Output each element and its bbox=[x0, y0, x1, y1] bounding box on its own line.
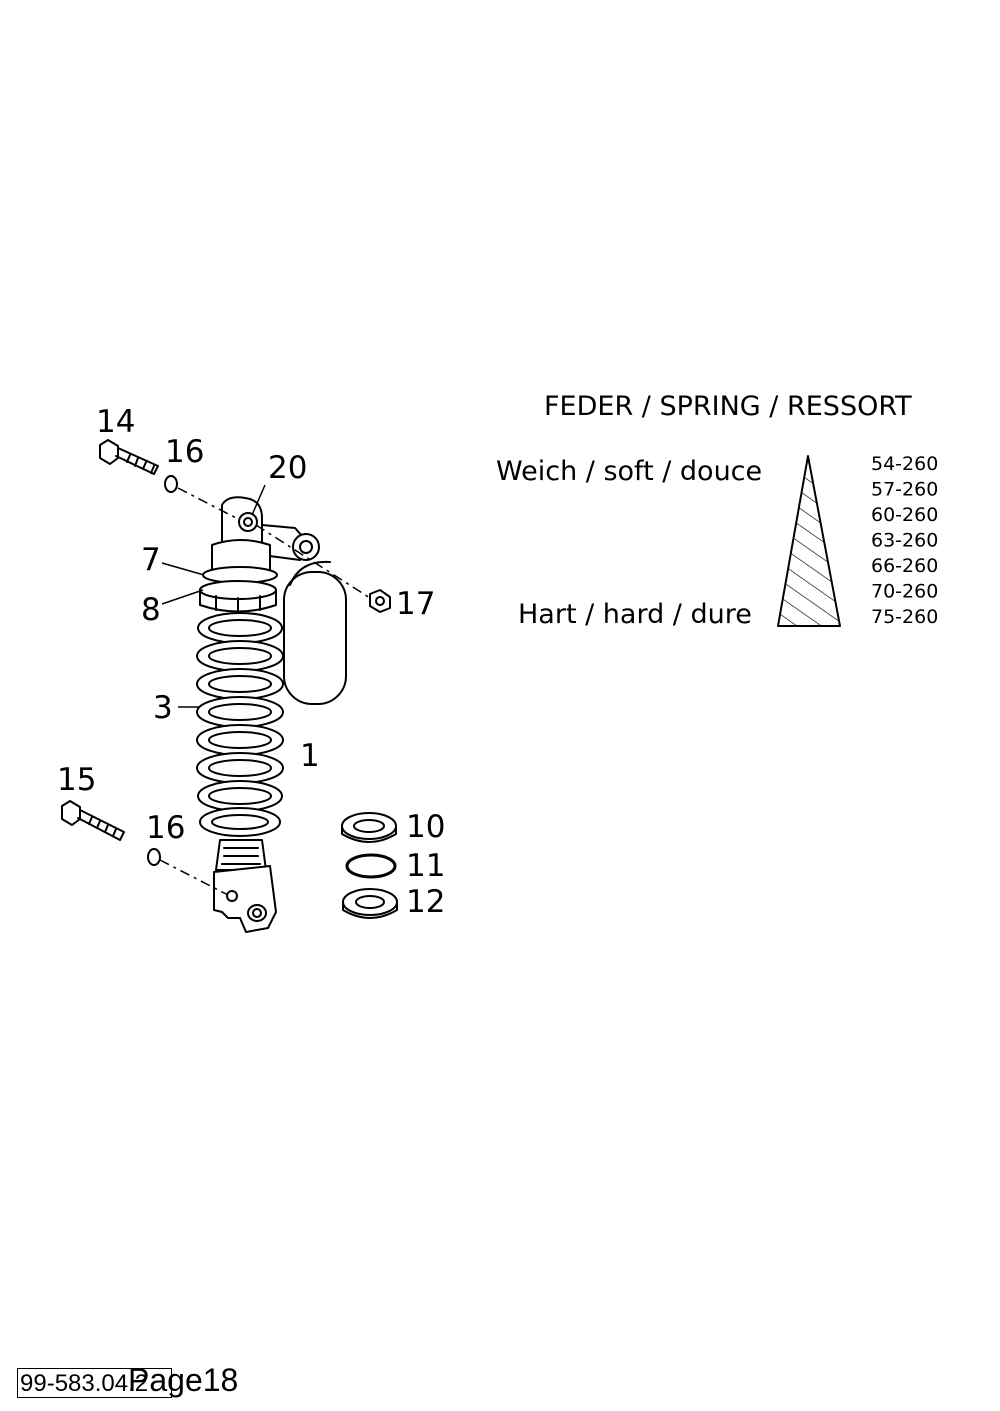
bottom-clevis bbox=[213, 839, 277, 933]
callout-11: 11 bbox=[406, 848, 445, 884]
callout-20: 20 bbox=[268, 450, 307, 486]
damper-body bbox=[202, 539, 278, 584]
soft-label: Weich / soft / douce bbox=[496, 456, 762, 487]
callout-15: 15 bbox=[57, 762, 96, 798]
top-mount-eye bbox=[221, 496, 320, 561]
spring-rate-item: 66-260 bbox=[871, 555, 938, 577]
o-ring-11 bbox=[345, 853, 397, 879]
callout-14: 14 bbox=[96, 404, 135, 440]
leader-lines bbox=[161, 484, 266, 708]
callout-1: 1 bbox=[300, 738, 320, 774]
washer-16-upper bbox=[164, 475, 178, 493]
nut-17 bbox=[369, 589, 391, 613]
spring-rate-list: 54-260 57-260 60-260 63-260 66-260 70-260 75-2… bbox=[871, 453, 938, 628]
spring-rate-scale-triangle bbox=[777, 455, 841, 627]
callout-16-upper: 16 bbox=[165, 434, 204, 470]
callout-12: 12 bbox=[406, 884, 445, 920]
callout-8: 8 bbox=[141, 592, 161, 628]
reservoir-canister bbox=[283, 560, 347, 705]
hard-label: Hart / hard / dure bbox=[518, 599, 752, 630]
washer-16-lower bbox=[147, 848, 161, 866]
spring-rate-item: 63-260 bbox=[871, 530, 938, 552]
callout-16-lower: 16 bbox=[146, 810, 185, 846]
callout-3: 3 bbox=[153, 690, 173, 726]
bushing-12 bbox=[342, 888, 398, 919]
spring-heading: FEDER / SPRING / RESSORT bbox=[544, 391, 912, 422]
bolt-15 bbox=[61, 800, 125, 841]
bolt-14 bbox=[99, 439, 159, 475]
callout-10: 10 bbox=[406, 809, 445, 845]
spring-rate-item: 57-260 bbox=[871, 479, 938, 501]
seal-10 bbox=[341, 812, 397, 843]
document-code: 99-583.04.2 bbox=[17, 1368, 172, 1398]
callout-7: 7 bbox=[141, 542, 161, 578]
page-number: Page18 bbox=[128, 1362, 239, 1398]
callout-17: 17 bbox=[396, 586, 435, 622]
spring-rate-item: 70-260 bbox=[871, 581, 938, 603]
spring-rate-item: 54-260 bbox=[871, 453, 938, 475]
preload-ring bbox=[199, 580, 277, 613]
assembly-lines bbox=[159, 487, 371, 896]
callout-numbers: 14 16 20 7 8 17 3 1 15 16 10 11 12 bbox=[57, 404, 445, 920]
coil-spring bbox=[196, 612, 284, 837]
spring-rate-item: 60-260 bbox=[871, 504, 938, 526]
spring-rate-item: 75-260 bbox=[871, 606, 938, 628]
